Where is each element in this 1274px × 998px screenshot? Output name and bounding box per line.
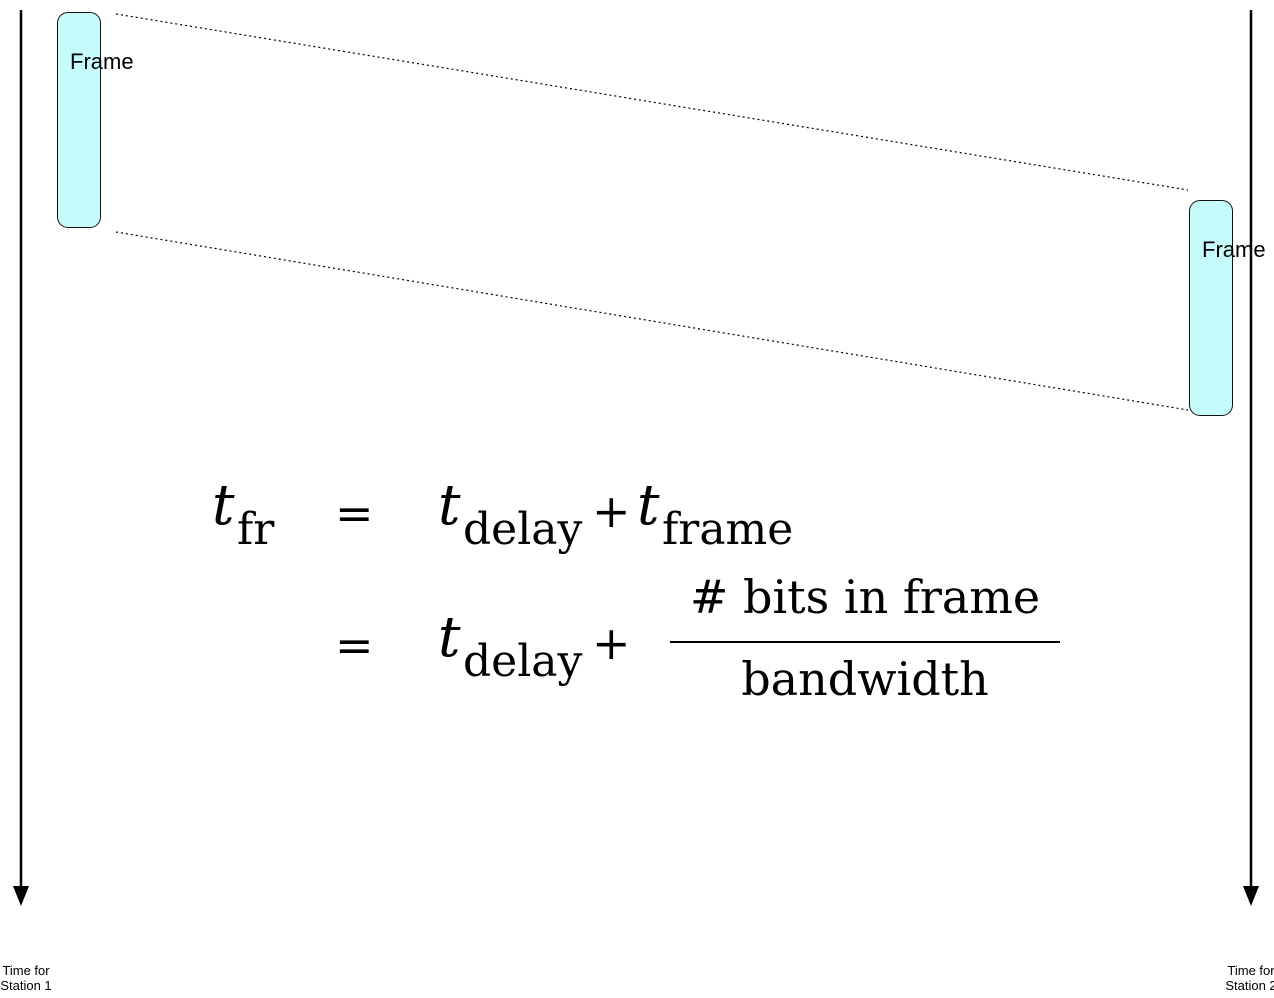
lhs-t-symbol: t (212, 473, 235, 538)
frame-leading-edge-propagation (115, 13, 1189, 191)
frame-box-station-1: Frame (57, 12, 134, 228)
row-2-delay-subscript: delay (463, 636, 583, 687)
frame-trailing-edge-propagation (115, 231, 1189, 411)
station-2-arrowhead-icon (1243, 886, 1259, 906)
row-2-plus-sign: + (592, 616, 631, 670)
row-1-delay-t-symbol: t (438, 473, 461, 538)
fraction-bar (670, 641, 1060, 643)
row-1-delay-subscript: delay (463, 504, 583, 555)
station-1-axis-caption: Time for Station 1 (0, 963, 52, 993)
lhs-subscript: fr (237, 504, 275, 555)
equals-sign-row-2: = (335, 618, 374, 672)
fraction-denominator: bandwidth (741, 652, 989, 706)
fraction-numerator: # bits in frame (689, 570, 1041, 624)
station-2-axis-caption: Time for Station 2 (1225, 963, 1274, 993)
frame-label-station-2: Frame (1202, 237, 1266, 262)
row-2-delay-t-symbol: t (438, 605, 461, 670)
row-1-plus-sign: + (592, 484, 631, 538)
row-1-frame-subscript: frame (662, 504, 794, 555)
equals-sign-row-1: = (335, 486, 374, 540)
station-1-arrowhead-icon (13, 886, 29, 906)
frame-box-station-2: Frame (1189, 200, 1266, 416)
frame-label-station-1: Frame (70, 49, 134, 74)
row-1-frame-t-symbol: t (637, 473, 660, 538)
